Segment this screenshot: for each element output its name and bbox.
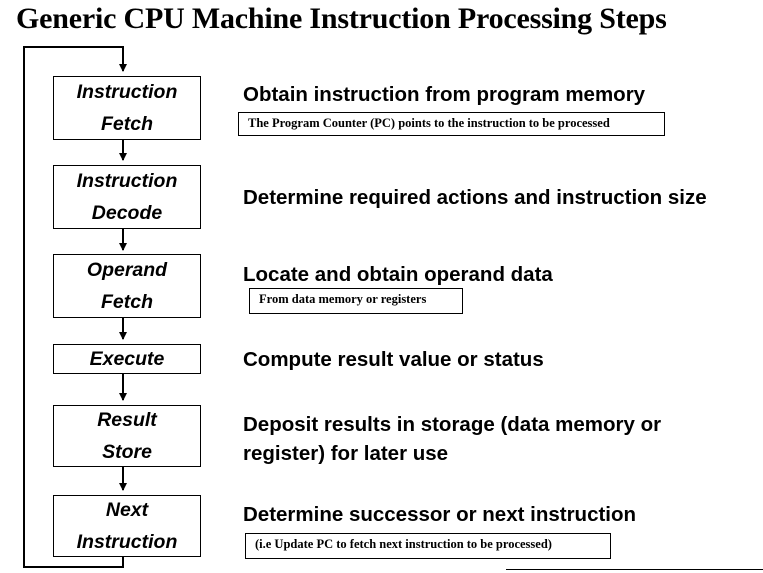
divider-line	[506, 569, 763, 570]
step-description: Determine successor or next instruction	[243, 503, 637, 526]
step-note: From data memory or registers	[249, 288, 463, 314]
step-description-continued: register) for later use	[243, 442, 449, 465]
step-label-line1: Instruction	[76, 81, 178, 103]
loop-back-line	[23, 46, 127, 568]
step-box-execute: Execute	[53, 344, 201, 374]
step-box-next-instruction: Next Instruction	[53, 495, 201, 557]
step-label-line2: Fetch	[100, 113, 153, 135]
step-box-operand-fetch: Operand Fetch	[53, 254, 201, 318]
step-label-line1: Next	[105, 499, 149, 521]
step-label-line1: Instruction	[76, 170, 178, 192]
step-label-line2: Fetch	[100, 291, 153, 313]
step-description: Compute result value or status	[243, 348, 544, 371]
step-label-line2: Instruction	[76, 531, 178, 553]
step-label-line1: Execute	[89, 348, 165, 370]
step-label-line1: Result	[97, 409, 157, 431]
step-label-line2: Decode	[91, 202, 163, 224]
step-box-instruction-decode: Instruction Decode	[53, 165, 201, 229]
step-box-instruction-fetch: Instruction Fetch	[53, 76, 201, 140]
step-description: Determine required actions and instructi…	[243, 186, 707, 209]
step-note: The Program Counter (PC) points to the i…	[238, 112, 665, 136]
page-title: Generic CPU Machine Instruction Processi…	[16, 2, 667, 35]
step-description: Deposit results in storage (data memory …	[243, 413, 662, 436]
step-note: (i.e Update PC to fetch next instruction…	[245, 533, 611, 559]
step-label-line2: Store	[102, 441, 152, 463]
step-label-line1: Operand	[86, 259, 168, 281]
step-description: Locate and obtain operand data	[243, 263, 553, 286]
step-box-result-store: Result Store	[53, 405, 201, 467]
step-description: Obtain instruction from program memory	[243, 83, 646, 106]
